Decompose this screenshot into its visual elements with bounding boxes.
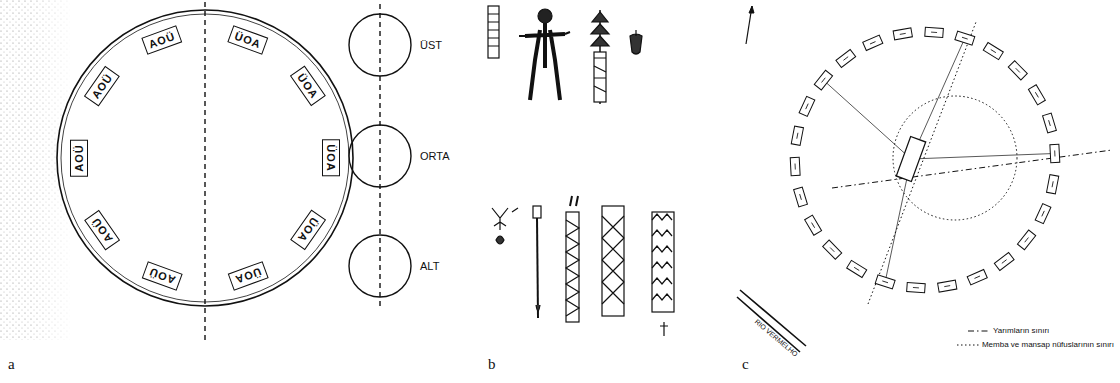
house-rect [1047,175,1059,194]
house-rect [836,49,856,67]
house-rect [847,260,867,277]
level-label: ÜST [420,39,442,51]
panel-letter: a [8,356,15,373]
house-rect [814,70,832,90]
legend-entry: Yarımların sınırı [968,326,1049,335]
legend-line-sample [968,328,990,334]
house-rect [1028,85,1045,105]
house-rect [967,269,987,284]
house-rect [955,31,975,45]
house-rect [1035,204,1051,224]
house-rect [1050,144,1060,162]
circle-outline [348,13,412,77]
house-rect [794,187,808,207]
house-rect [907,283,926,293]
axis-line [379,4,380,306]
river-name: RIO VERMELHO [754,318,800,358]
level-label: ORTA [420,150,450,162]
level-circle: ORTA [348,124,412,188]
house-rect [791,126,803,145]
panel-letter: c [742,356,749,373]
level-circle: ALT [348,234,412,298]
level-circle: ÜST [348,13,412,77]
moiety-line [204,2,205,340]
house-rect [938,280,957,292]
house-rect [925,27,944,37]
legend-text: Memba ve mansap nüfuslarının sınırı [982,340,1114,349]
family-box: AOÜ [70,139,88,176]
legend-text: Yarımların sınırı [993,326,1049,335]
level-label: ALT [420,260,439,272]
house-rect [1017,230,1035,250]
moiety-boundary [832,150,1112,188]
family-box: ÜOA [322,139,340,176]
box-text: ÜOA [325,144,337,171]
house-rect [799,96,815,116]
house-rect [893,28,912,40]
ornament-drawings [488,6,674,336]
house-rect [1008,61,1027,80]
legend-line-sample [957,342,979,348]
house-rect [983,43,1003,60]
house-rect [805,215,822,235]
house-rect [823,240,842,259]
box-text: AOÜ [73,144,85,171]
upstream-boundary [868,22,976,304]
legend-entry: Memba ve mansap nüfuslarının sınırı [957,340,1114,349]
house-rect [994,252,1014,270]
mens-house [896,137,925,182]
house-rect [790,157,800,175]
panel-letter: b [488,356,496,373]
village-plan [737,6,1112,352]
house-rect [863,35,883,50]
circle-outline [348,234,412,298]
house-rect [875,275,895,289]
house-rect [1043,113,1057,133]
circle-outline [348,124,412,188]
